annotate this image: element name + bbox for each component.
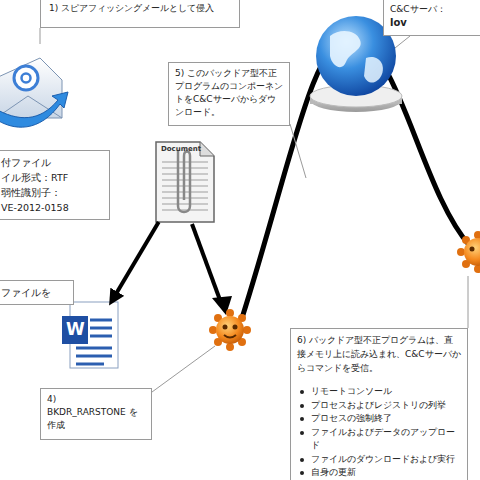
leader-line (395, 36, 410, 48)
graphic-part (90, 319, 112, 322)
graphic-part (90, 335, 112, 338)
node-text: C&Cサーバ： (390, 3, 476, 16)
graphic-part (474, 265, 480, 273)
node-text: BKDR_RARSTONE を作成 (47, 406, 145, 432)
graphic-part (162, 209, 208, 211)
globe-land (330, 31, 361, 67)
bug-eye (233, 325, 238, 330)
document-corner (200, 142, 214, 156)
bug-spikes (209, 309, 251, 351)
bullet-text: プロセスおよびレジストリの列挙 (311, 400, 446, 410)
bullet-item: 自身の更新 (297, 466, 461, 480)
node-text: 1) スピアフィッシングメールとして侵入 (49, 2, 231, 15)
graphic-part (90, 327, 112, 330)
bullet-text: 自身の更新 (311, 467, 356, 477)
graphic-part (209, 326, 217, 334)
leader-line (468, 276, 469, 328)
bug-body (216, 316, 244, 344)
callout-box: 1) スピアフィッシングメールとして侵入 (40, 0, 240, 28)
graphic-part (162, 203, 208, 205)
graphic-part (226, 309, 234, 317)
bullet-dot (300, 431, 304, 435)
at-sign-ring (14, 66, 38, 90)
bullet-item: プロセスの強制終了 (297, 412, 461, 426)
node-text: 5) このバックドア型不正プログラムのコンポーネントをC&Cサーバからダウンロー… (175, 67, 283, 119)
bullet-item: プロセスおよびレジストリの列挙 (297, 399, 461, 413)
leader-line (40, 28, 41, 44)
callout-box: 4)BKDR_RARSTONE を作成 (40, 388, 152, 440)
node-text: W (66, 319, 85, 339)
paperclip (178, 150, 190, 212)
capability-callout: 6) バックドア型不正プログラムは、直接メモリ上に読み込まれ、C&Cサーバからコ… (290, 328, 468, 480)
document-icon (156, 142, 214, 222)
node-text: lov (390, 16, 476, 29)
word-icon (62, 302, 118, 368)
bullet-item: リモートコンソール (297, 385, 461, 399)
bullet-text: ファイルおよびデータのアップロード (311, 427, 455, 451)
graphic-part (474, 231, 480, 239)
bullet-dot (300, 417, 304, 421)
bullet-dot (300, 471, 304, 475)
at-sign-core (22, 74, 31, 83)
bug-mouth (224, 335, 236, 338)
bug-body (464, 238, 480, 266)
flow-arrow-line (192, 224, 220, 300)
node-text: 弱性識別子： (1, 185, 103, 200)
bullet-text: ファイルのダウンロードおよび実行 (311, 454, 455, 464)
document-page (156, 142, 214, 222)
bullet-text: プロセスの強制終了 (311, 413, 392, 423)
attachment-callout: 付ファイルイル形式：RTF弱性識別子：VE-2012-0158 (0, 150, 110, 220)
callout-text: 6) バックドア型不正プログラムは、直接メモリ上に読み込まれ、C&Cサーバからコ… (297, 333, 461, 375)
server-callout: C&Cサーバ：lov (383, 0, 480, 36)
malware-bug-icon (457, 231, 480, 273)
callout-box: 5) このバックドア型不正プログラムのコンポーネントをC&Cサーバからダウンロー… (168, 62, 290, 126)
bullet-dot (300, 390, 304, 394)
graphic-part (76, 355, 112, 358)
graphic-part (243, 326, 251, 334)
word-file-node: W (62, 300, 120, 372)
node-text: 付ファイル (1, 155, 103, 170)
bullet-item: ファイルのダウンロードおよび実行 (297, 453, 461, 467)
flow-arrow (112, 222, 158, 300)
node-text: Document (161, 145, 201, 153)
leader-line (152, 346, 215, 392)
email-icon (0, 58, 68, 127)
node-text: ファイルを (1, 285, 67, 300)
leader-line (290, 124, 306, 178)
graphic-part (76, 363, 104, 366)
bullet-item: ファイルおよびデータのアップロード (297, 426, 461, 453)
node-text: VE-2012-0158 (1, 200, 103, 215)
node-text: 4) (47, 393, 145, 406)
node-text: イル形式：RTF (1, 170, 103, 185)
bug-eye (470, 247, 475, 252)
graphic-part (76, 347, 112, 350)
bug-eye (223, 325, 228, 330)
bullet-dot (300, 404, 304, 408)
document-node: Document (152, 140, 214, 222)
graphic-part (226, 343, 234, 351)
malware-bug-icon (209, 309, 251, 351)
word-badge (62, 316, 88, 344)
graphic-part (457, 248, 465, 256)
bullet-text: リモートコンソール (311, 386, 392, 396)
bullet-dot (300, 458, 304, 462)
callout-box: ファイルを (0, 280, 74, 305)
email-swoosh (0, 92, 68, 127)
globe-land (364, 57, 383, 83)
